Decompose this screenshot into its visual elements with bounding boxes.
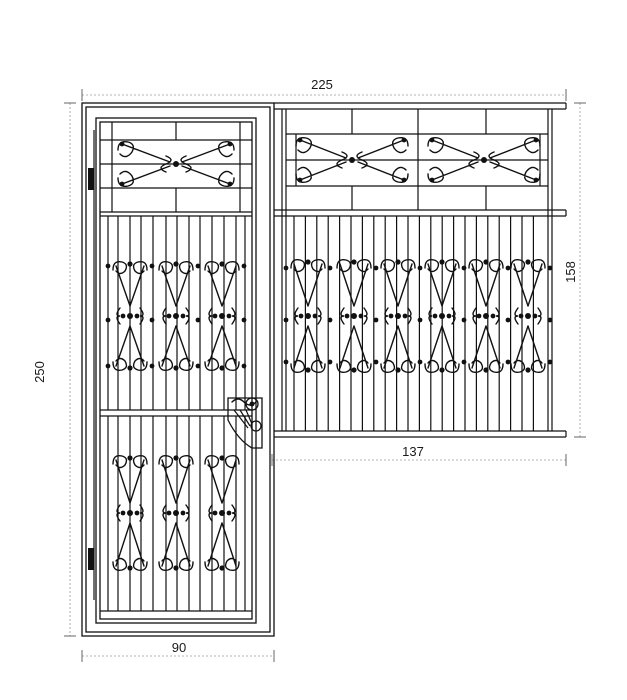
- door-width-label: 90: [172, 640, 186, 655]
- grille-ornaments: [100, 109, 553, 611]
- door: [81, 102, 275, 637]
- dimension-lines: [64, 89, 586, 662]
- door-upper-scroll-1: [112, 260, 148, 372]
- door-upper-scroll-3: [204, 260, 240, 372]
- door-lower-scroll-3: [204, 454, 240, 572]
- hinge-top: [88, 168, 94, 190]
- window-scroll-1: [290, 258, 326, 374]
- window-scroll-4: [424, 258, 460, 374]
- total-height-label: 250: [32, 361, 47, 383]
- window-scroll-5: [468, 258, 504, 374]
- door-lower-scroll-1: [112, 454, 148, 572]
- door-outer-frame: [81, 102, 275, 637]
- hinge-bottom: [88, 548, 94, 570]
- window-scroll-3: [380, 258, 416, 374]
- window-height-label: 158: [563, 261, 578, 283]
- window-scroll-2: [336, 258, 372, 374]
- window-transom-ornament-left: [295, 136, 409, 184]
- window-scroll-6: [510, 258, 546, 374]
- door-lower-scroll-2: [158, 454, 194, 572]
- window-transom-ornament-right: [427, 136, 541, 184]
- window-width-label: 137: [402, 444, 424, 459]
- door-transom-ornament: [117, 140, 235, 188]
- total-width-label: 225: [311, 77, 333, 92]
- door-upper-scroll-2: [158, 260, 194, 372]
- door-leaf: [95, 117, 257, 624]
